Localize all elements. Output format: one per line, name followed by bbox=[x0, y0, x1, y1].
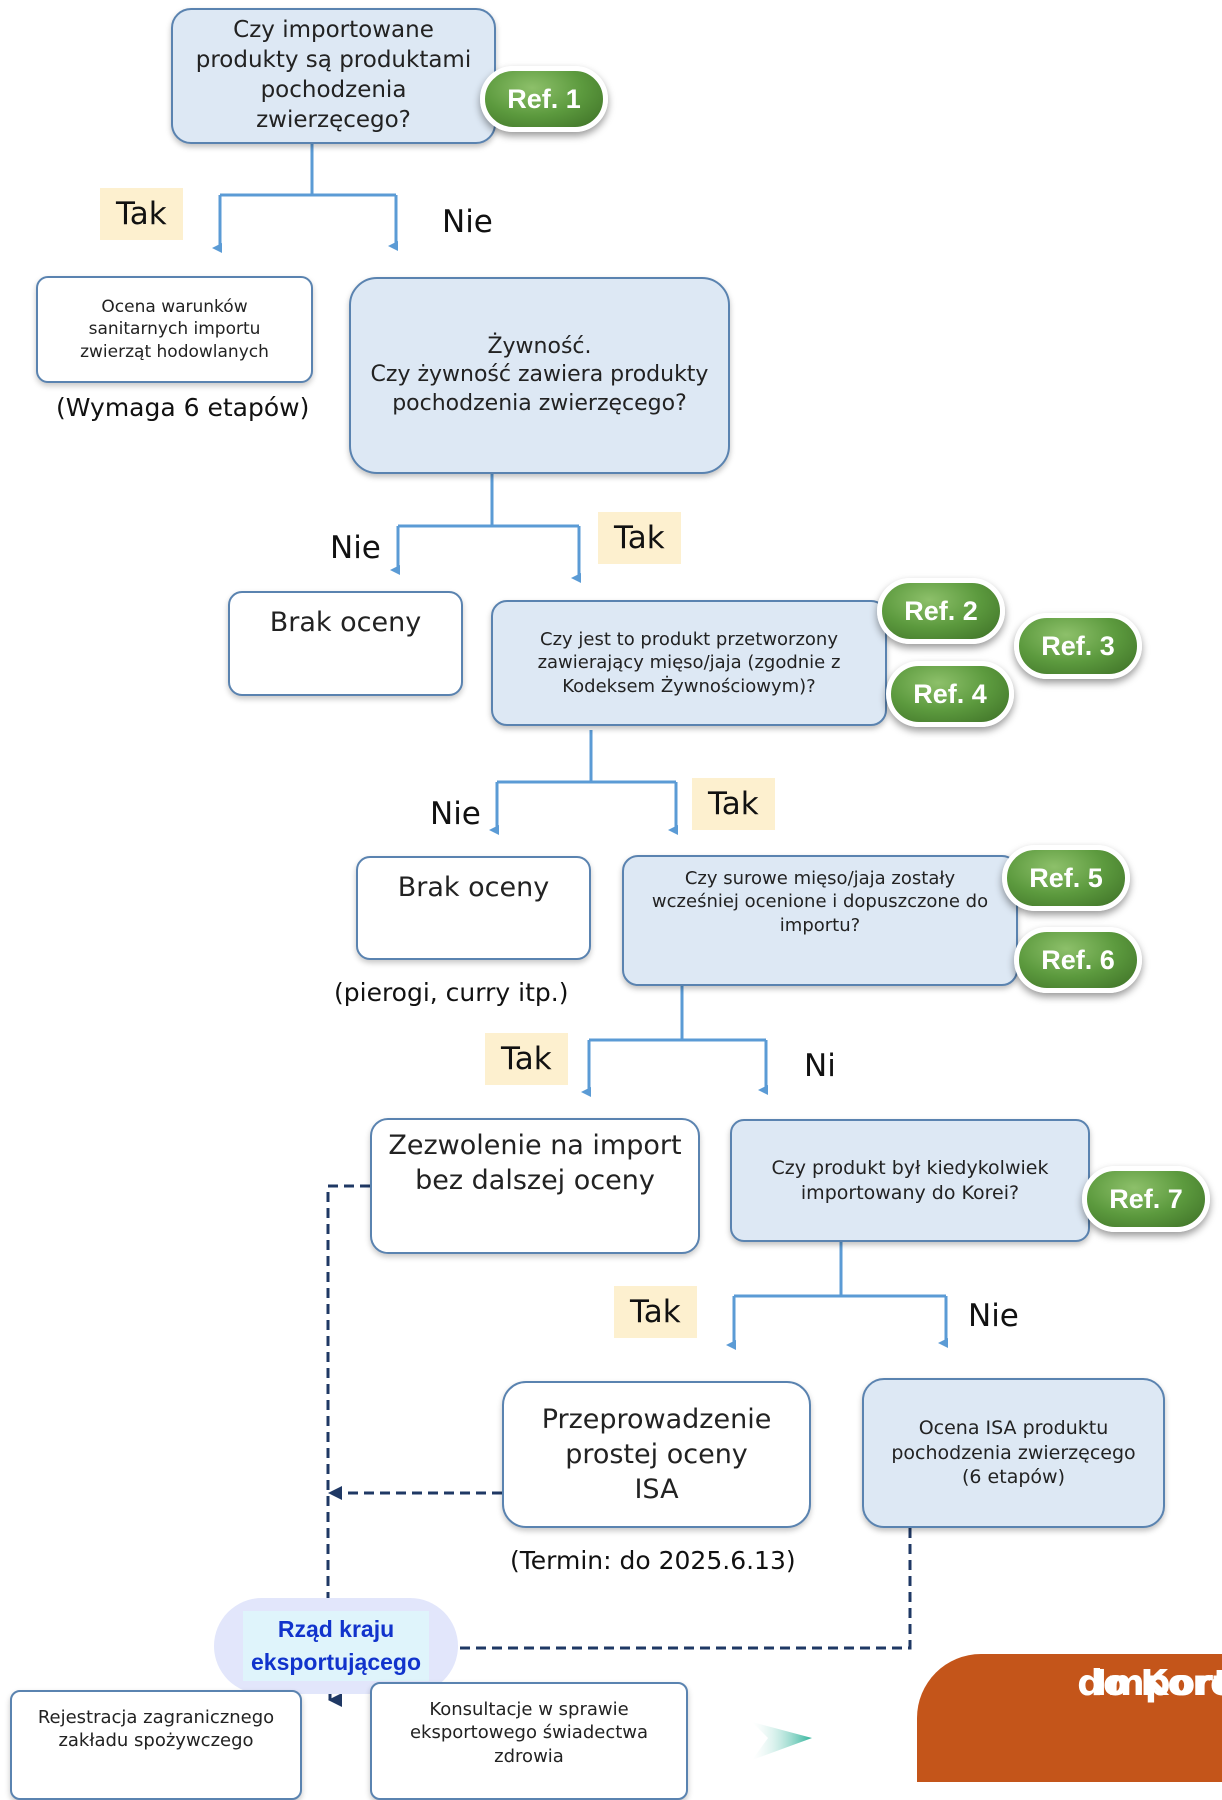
consultation-box: Konsultacje w sprawie eksportowego świad… bbox=[370, 1682, 688, 1800]
ref-badge-7[interactable]: Ref. 7 bbox=[1082, 1166, 1210, 1232]
ref-badge-6[interactable]: Ref. 6 bbox=[1014, 927, 1142, 993]
label-tak-2: Tak bbox=[598, 512, 681, 564]
label-tak-1: Tak bbox=[100, 188, 183, 240]
no-assessment-box-1: Brak oceny bbox=[228, 591, 463, 696]
registration-box: Rejestracja zagranicznego zakładu spożyw… bbox=[10, 1690, 302, 1800]
label-tak-4: Tak bbox=[485, 1033, 568, 1085]
isa-6-steps-box: Ocena ISA produktu pochodzenia zwierzęce… bbox=[862, 1378, 1165, 1528]
gov-line-1: Rząd kraju bbox=[273, 1613, 399, 1644]
import-line-1: Import bbox=[1093, 1663, 1222, 1704]
label-tak-3: Tak bbox=[692, 778, 775, 830]
livestock-note: (Wymaga 6 etapów) bbox=[56, 393, 310, 422]
label-nie-3: Nie bbox=[430, 796, 481, 832]
food-question-box: Żywność. Czy żywność zawiera produkty po… bbox=[349, 277, 730, 474]
livestock-assessment-box: Ocena warunków sanitarnych importu zwier… bbox=[36, 276, 313, 383]
simple-isa-box: Przeprowadzenie prostej oceny ISA bbox=[502, 1381, 811, 1528]
import-line-2: do Korei bbox=[1077, 1663, 1222, 1704]
imported-before-question: Czy produkt był kiedykolwiek importowany… bbox=[730, 1119, 1090, 1242]
label-nie-1: Nie bbox=[442, 204, 493, 240]
import-permit-box: Zezwolenie na import bez dalszej oceny bbox=[370, 1118, 700, 1254]
label-nie-4: Nie bbox=[968, 1298, 1019, 1334]
no-assessment-note: (pierogi, curry itp.) bbox=[334, 978, 569, 1007]
label-ni: Ni bbox=[804, 1048, 836, 1084]
gov-line-2: eksportującego bbox=[247, 1647, 425, 1677]
question-animal-origin: Czy importowane produkty są produktami p… bbox=[171, 8, 496, 144]
label-tak-5: Tak bbox=[614, 1286, 697, 1338]
raw-assessed-question: Czy surowe mięso/jaja zostały wcześniej … bbox=[622, 855, 1018, 986]
label-nie-2: Nie bbox=[330, 530, 381, 566]
no-assessment-box-2: Brak oceny bbox=[356, 856, 591, 960]
ref-badge-5[interactable]: Ref. 5 bbox=[1002, 845, 1130, 911]
ref-badge-2[interactable]: Ref. 2 bbox=[877, 578, 1005, 644]
processed-product-question: Czy jest to produkt przetworzony zawiera… bbox=[491, 600, 887, 726]
ref-badge-4[interactable]: Ref. 4 bbox=[886, 661, 1014, 727]
simple-isa-note: (Termin: do 2025.6.13) bbox=[510, 1546, 796, 1575]
ref-badge-1[interactable]: Ref. 1 bbox=[480, 66, 608, 132]
ref-badge-3[interactable]: Ref. 3 bbox=[1014, 613, 1142, 679]
